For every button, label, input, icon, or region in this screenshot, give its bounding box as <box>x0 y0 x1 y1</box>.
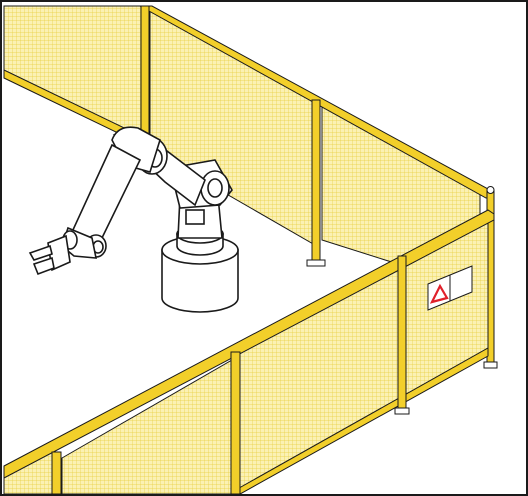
front-fence-top-rail <box>3 209 495 479</box>
robot-shoulder-joint-inner <box>207 178 223 198</box>
fence-post <box>230 351 241 495</box>
industrial-robot-arm <box>28 126 239 313</box>
robot-gripper-finger <box>32 256 55 276</box>
fence-post-foot <box>483 361 498 369</box>
fence-post-foot <box>306 259 326 267</box>
warning-sign <box>427 265 473 311</box>
robot-base <box>161 249 239 313</box>
fence-post <box>51 451 62 495</box>
front-fence <box>3 209 495 495</box>
warning-triangle-icon <box>429 283 449 304</box>
fence-post <box>397 255 407 409</box>
robot-gripper-finger <box>28 244 53 261</box>
fence-post-cap <box>486 186 495 194</box>
robot-waist-window <box>185 209 205 225</box>
fence-post <box>311 99 321 261</box>
fence-post-foot <box>394 407 410 415</box>
